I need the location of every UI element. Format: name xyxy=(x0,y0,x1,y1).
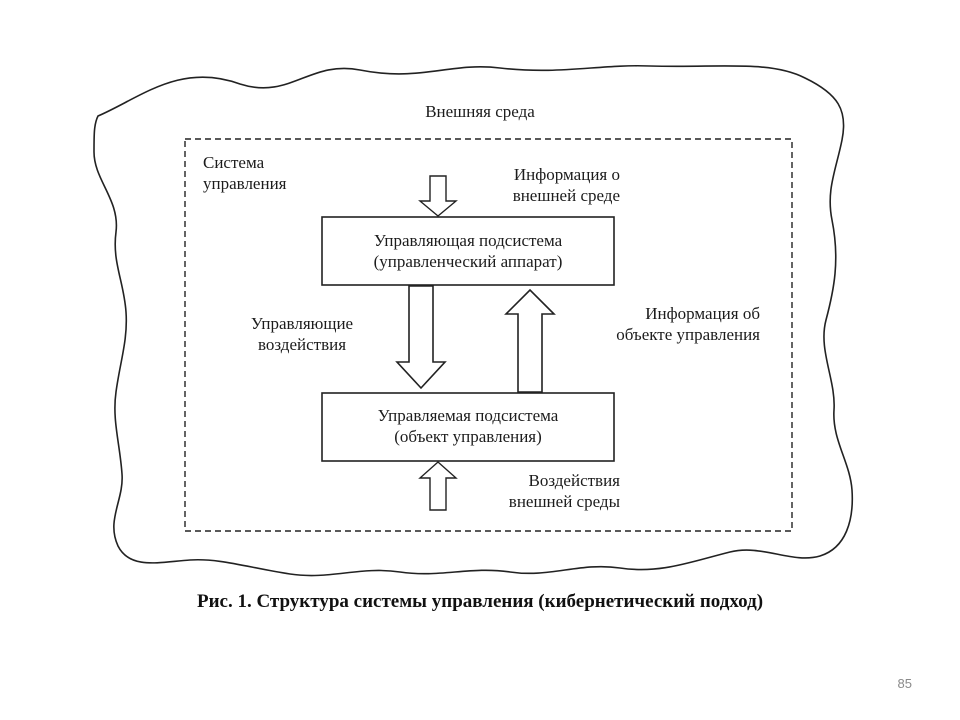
managing-subsystem-box xyxy=(321,216,615,286)
info-object-line-1: Информация об xyxy=(645,304,760,323)
managed-subsystem-line-2: (объект управления) xyxy=(394,427,542,446)
object-info-arrow xyxy=(504,288,556,393)
managed-subsystem-label: Управляемая подсистема (объект управлени… xyxy=(322,405,614,447)
managed-subsystem-line-1: Управляемая подсистема xyxy=(377,406,559,425)
environment-actions-line-2: внешней среды xyxy=(508,492,620,511)
managed-subsystem-box xyxy=(321,392,615,462)
environment-info-arrow xyxy=(418,175,458,217)
environment-actions-line-1: Воздействия xyxy=(528,471,620,490)
managing-subsystem-line-1: Управляющая подсистема xyxy=(373,231,563,250)
info-environment-line-1: Информация о xyxy=(513,165,620,184)
environment-boundary xyxy=(93,64,854,577)
control-actions-line-2: воздействия xyxy=(257,335,347,354)
figure-caption: Рис. 1. Структура системы управления (ки… xyxy=(196,591,764,612)
system-boundary xyxy=(184,138,793,532)
system-label-line-2: управления xyxy=(203,174,287,193)
environment-label: Внешняя среда xyxy=(425,102,535,121)
page-number: 85 xyxy=(897,676,912,691)
control-actions-arrow xyxy=(395,285,447,390)
managing-subsystem-label: Управляющая подсистема (управленческий а… xyxy=(322,230,614,272)
info-object-label: Информация об объекте управления xyxy=(560,303,760,345)
control-actions-label: Управляющие воздействия xyxy=(222,313,382,355)
control-actions-line-1: Управляющие xyxy=(250,314,354,333)
info-environment-label: Информация о внешней среде xyxy=(450,164,620,206)
environment-actions-arrow xyxy=(418,461,458,511)
system-label: Система управления xyxy=(203,152,287,194)
environment-actions-label: Воздействия внешней среды xyxy=(450,470,620,512)
info-environment-line-2: внешней среде xyxy=(512,186,620,205)
managing-subsystem-line-2: (управленческий аппарат) xyxy=(373,252,563,271)
info-object-line-2: объекте управления xyxy=(616,325,760,344)
system-label-line-1: Система xyxy=(203,153,265,172)
